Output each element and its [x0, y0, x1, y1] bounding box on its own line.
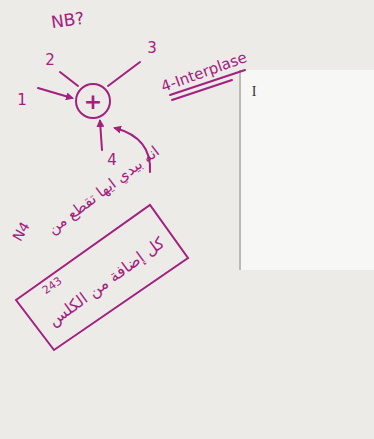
callout-number: 3: [147, 40, 157, 57]
input-arrow: [38, 88, 72, 98]
note-number: 243: [40, 275, 64, 297]
printed-letter: I: [252, 84, 257, 99]
branch-line: [108, 62, 140, 86]
page-edge: [239, 70, 241, 270]
note-text: 4-Interplase: [159, 49, 249, 95]
note-text: N4: [10, 220, 33, 244]
note-box: [16, 205, 188, 350]
callout-number: 2: [45, 52, 55, 69]
branch-line: [60, 72, 78, 86]
note-text: NB?: [50, 8, 86, 31]
plus-sign: +: [74, 82, 112, 120]
callout-number: 1: [17, 92, 27, 109]
summing-circle: +: [74, 82, 112, 120]
callout-number: 4: [107, 152, 117, 169]
printed-page: [240, 70, 374, 270]
input-arrow: [100, 121, 102, 150]
arabic-note: انه بيدي ايها تقطع من: [45, 143, 163, 237]
